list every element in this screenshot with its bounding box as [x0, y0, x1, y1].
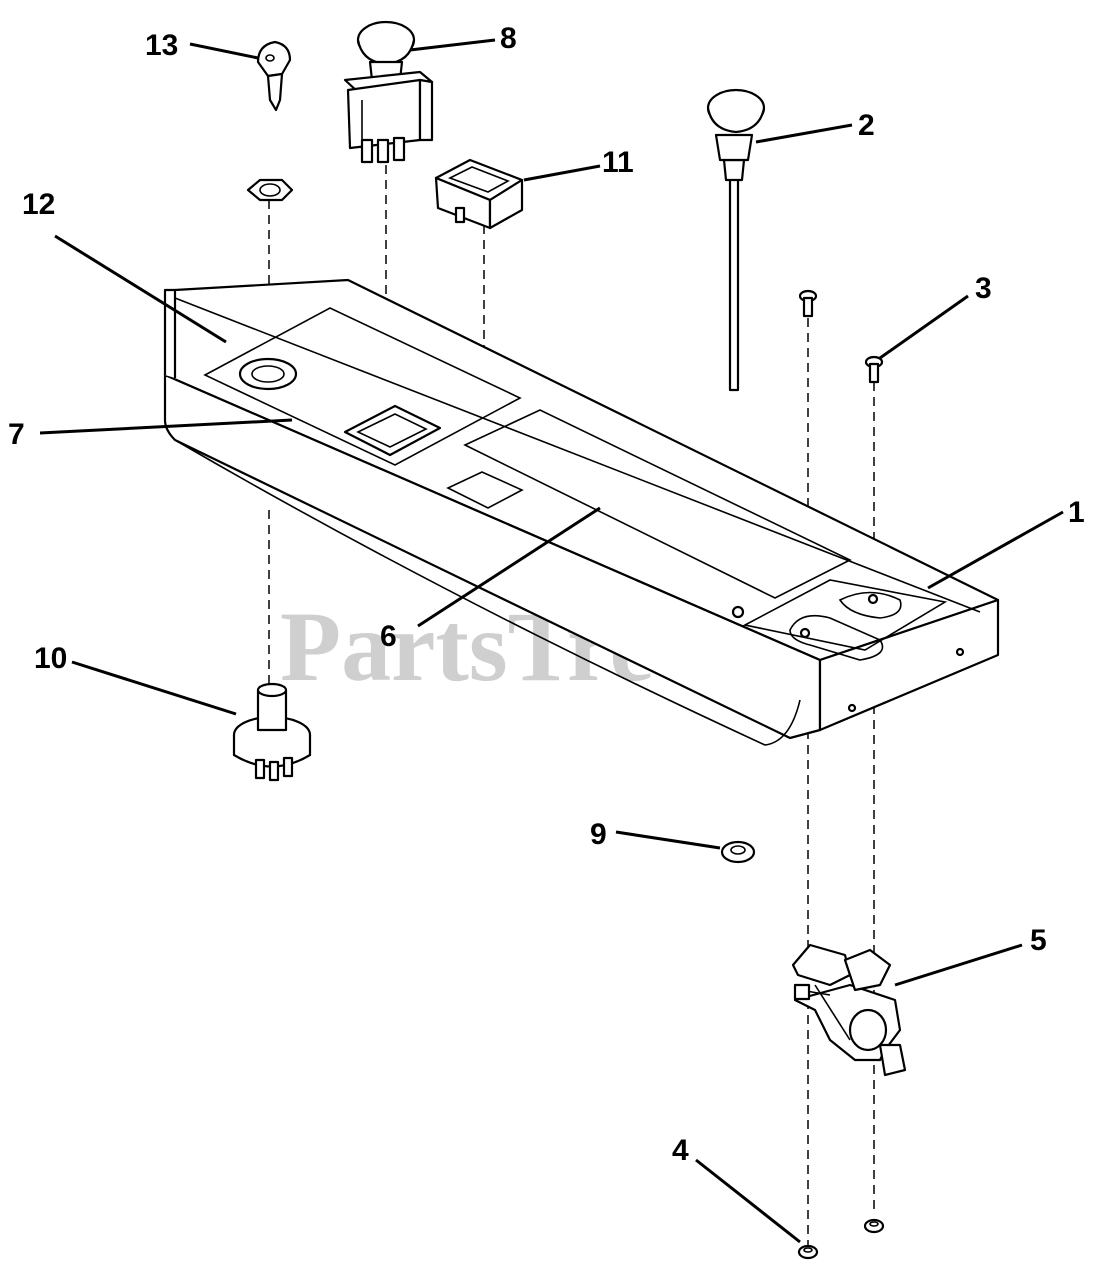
leader-lines: [39, 38, 1064, 1244]
callout-12: 12: [22, 188, 55, 221]
nut-part-4b: [863, 1218, 885, 1234]
callout-2: 2: [858, 109, 875, 142]
callout-10: 10: [34, 642, 67, 675]
key-part: [256, 40, 292, 112]
throttle-assembly-part: [791, 943, 907, 1077]
nut-part-9: [720, 840, 756, 864]
nut-part-4: [797, 1244, 819, 1260]
callout-13: 13: [145, 29, 178, 62]
screw-part-3b: [798, 289, 818, 318]
callout-11: 11: [602, 146, 634, 179]
rocker-switch-part: [434, 158, 524, 230]
screw-part-3: [864, 355, 884, 384]
ignition-switch-part: [232, 682, 312, 782]
callout-5: 5: [1030, 924, 1047, 957]
callout-9: 9: [590, 818, 607, 851]
callout-8: 8: [500, 22, 517, 55]
callout-6: 6: [380, 620, 397, 653]
callout-3: 3: [975, 272, 992, 305]
callout-7: 7: [8, 418, 25, 451]
callout-1: 1: [1068, 496, 1085, 529]
pto-switch-part: [343, 20, 434, 164]
hex-nut-part-12: [246, 178, 294, 202]
callout-labels: 1 2 3 4 5 6 7 8 9 10 11 12 13: [8, 22, 1085, 1167]
choke-control-part: [706, 88, 766, 392]
dashboard-panel: [163, 278, 1000, 746]
callout-4: 4: [672, 1134, 689, 1167]
